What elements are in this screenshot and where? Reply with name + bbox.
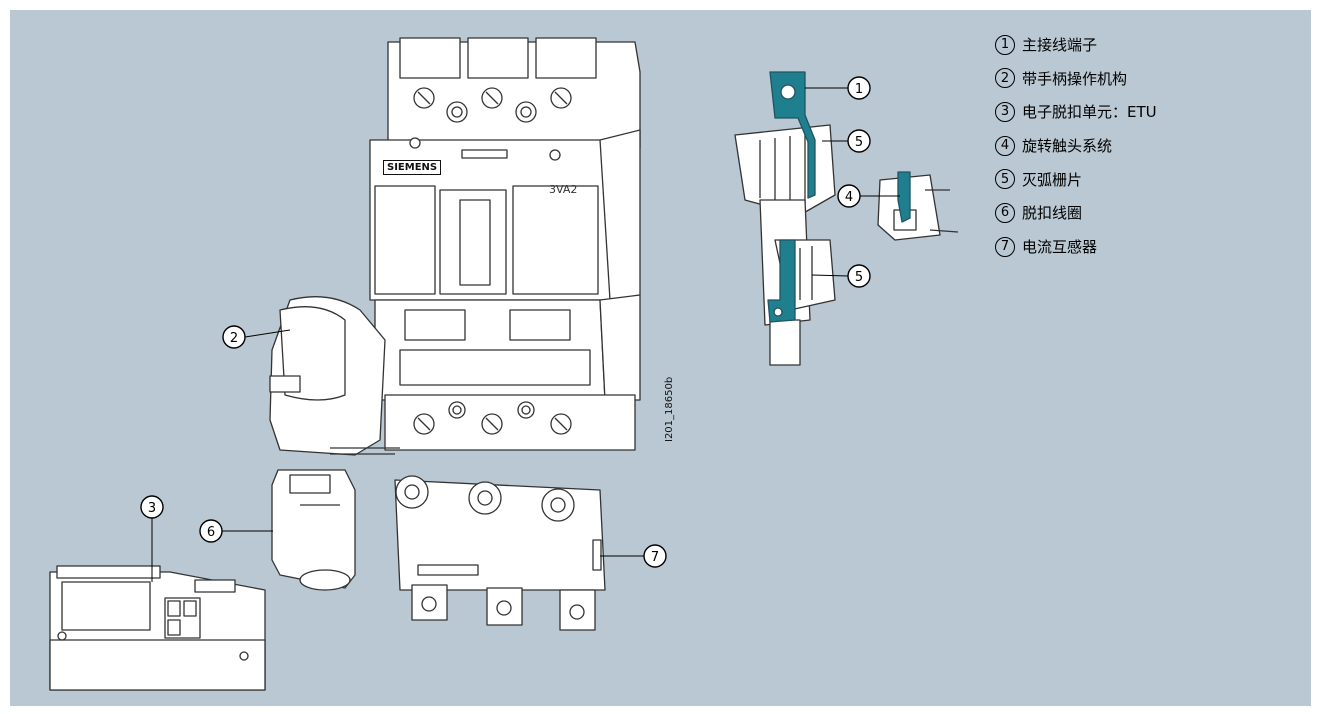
svg-text:5: 5 [855,270,863,285]
callout-4: 4 [837,184,861,208]
callout-1: 1 [847,76,871,100]
callout-3: 3 [140,495,164,519]
legend-number: 3 [995,101,1015,122]
leader-lines [151,87,900,582]
legend-item: 3 电子脱扣单元：ETU [995,99,1157,124]
legend-item: 4 旋转触头系统 [995,133,1157,158]
legend-number: 5 [995,169,1015,190]
legend-label: 灭弧栅片 [1022,170,1083,189]
legend-number: 4 [995,135,1015,156]
svg-text:6: 6 [207,525,215,540]
legend-label: 电子脱扣单元：ETU [1022,103,1157,122]
svg-text:4: 4 [845,190,853,205]
legend-number: 1 [995,34,1015,55]
callouts: 2 3 6 7 1 5 4 5 [140,76,871,568]
callout-2: 2 [222,325,246,349]
figure-code: I201_18650b [664,376,675,442]
electronic-trip-unit [49,565,266,691]
legend-label: 带手柄操作机构 [1022,69,1128,88]
operating-mechanism [269,296,400,456]
legend-label: 主接线端子 [1022,36,1098,54]
callout-5-bottom: 5 [847,264,871,288]
current-transformer [394,475,606,631]
callout-7: 7 [643,544,667,568]
callout-5-top: 5 [847,129,871,153]
svg-text:2: 2 [230,331,238,346]
legend-item: 6 脱扣线圈 [995,200,1157,225]
svg-text:1: 1 [855,82,863,97]
legend-number: 6 [995,202,1015,223]
model-label: 3VA2 [549,183,578,196]
main-terminal-bar [767,71,816,323]
legend-number: 7 [995,236,1015,257]
legend-item: 7 电流互感器 [995,234,1157,259]
figure-panel: 2 3 6 7 1 5 4 5 SIEMENS 3VA2 I201_18650b… [10,10,1311,706]
legend-item: 2 带手柄操作机构 [995,66,1157,91]
breaker-body [369,37,641,451]
legend-label: 旋转触头系统 [1022,137,1113,156]
svg-text:5: 5 [855,135,863,150]
svg-text:3: 3 [148,501,156,516]
legend-item: 1 主接线端子 [995,32,1157,57]
legend-number: 2 [995,68,1015,89]
rotary-contact [877,174,959,241]
legend-label: 电流互感器 [1022,238,1098,257]
exploded-view-drawing: 2 3 6 7 1 5 4 5 [49,37,959,691]
legend-label: 脱扣线圈 [1022,204,1083,223]
rotary-contact-blade [897,171,911,223]
siemens-brand-label: SIEMENS [383,160,442,175]
callout-6: 6 [199,519,223,543]
svg-text:7: 7 [651,550,659,565]
legend-item: 5 灭弧栅片 [995,167,1157,192]
legend: 1 主接线端子 2 带手柄操作机构 3 电子脱扣单元：ETU 4 旋转触头系统 5 灭弧栅片 6 脱扣… [995,32,1157,268]
trip-coil [271,469,356,591]
